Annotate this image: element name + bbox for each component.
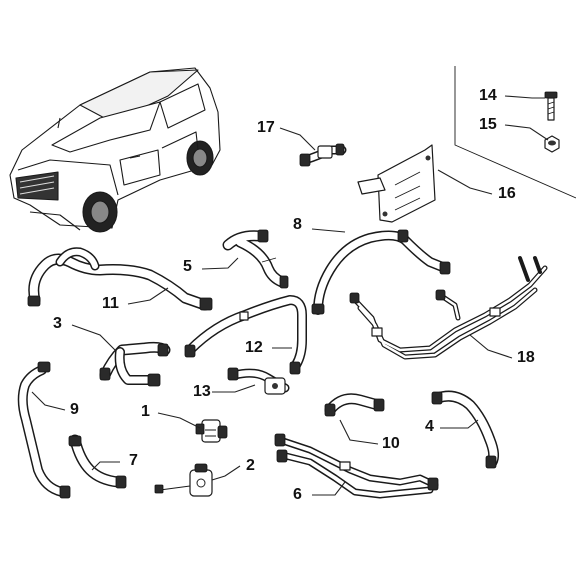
inset-frame bbox=[454, 66, 576, 199]
callout-10: 10 bbox=[382, 435, 400, 452]
bolt-icon bbox=[544, 91, 558, 121]
part-17-connector bbox=[299, 143, 347, 167]
part-8-hose bbox=[311, 229, 451, 315]
suv-vehicle-icon bbox=[9, 67, 221, 233]
part-5-hose bbox=[222, 229, 289, 289]
callout-9: 9 bbox=[70, 401, 79, 418]
callout-3: 3 bbox=[53, 315, 62, 332]
callout-11: 11 bbox=[102, 295, 119, 312]
callout-17: 17 bbox=[257, 119, 275, 136]
part-3-hose bbox=[99, 341, 171, 387]
leader-lines bbox=[31, 95, 549, 496]
callout-6: 6 bbox=[293, 486, 302, 503]
callout-7: 7 bbox=[129, 452, 138, 469]
callout-16: 16 bbox=[498, 185, 516, 202]
callout-5: 5 bbox=[183, 258, 192, 275]
callout-2: 2 bbox=[246, 457, 255, 474]
part-10-hose bbox=[324, 393, 385, 417]
part-13-part bbox=[227, 367, 290, 395]
callout-4: 4 bbox=[425, 418, 434, 435]
callout-1: 1 bbox=[141, 403, 150, 420]
part-7-hose bbox=[68, 434, 127, 489]
callout-14: 14 bbox=[479, 87, 497, 104]
callout-13: 13 bbox=[193, 383, 211, 400]
part-9-hose bbox=[17, 361, 71, 499]
part-1-fitting bbox=[195, 419, 228, 443]
nut-icon bbox=[544, 135, 560, 153]
part-6-pipe-assembly bbox=[274, 433, 439, 499]
part-12-hose bbox=[184, 295, 307, 375]
part-2-valve bbox=[154, 463, 213, 497]
callout-15: 15 bbox=[479, 116, 497, 133]
callout-12: 12 bbox=[245, 339, 263, 356]
callout-8: 8 bbox=[293, 216, 302, 233]
part-18-pipe-assembly bbox=[349, 256, 548, 360]
part-4-hose bbox=[431, 390, 500, 469]
part-11-hose bbox=[27, 247, 213, 311]
callout-18: 18 bbox=[517, 349, 535, 366]
part-16-bracket bbox=[357, 144, 436, 223]
